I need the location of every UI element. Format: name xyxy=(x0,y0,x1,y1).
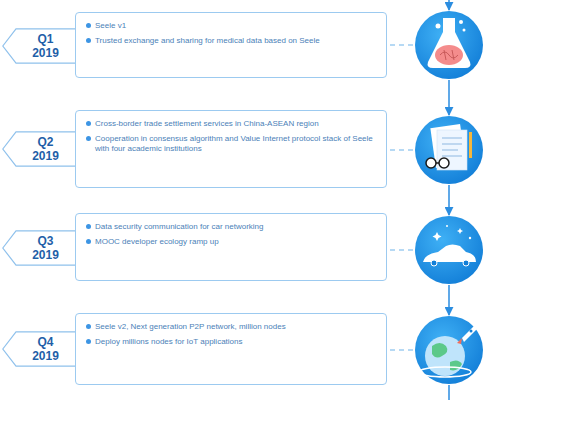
milestone-item: MOOC developer ecology ramp up xyxy=(86,237,378,247)
quarter-tag: Q42019 xyxy=(2,331,75,367)
icon-circles xyxy=(415,11,483,384)
dashed-leaders xyxy=(390,45,413,350)
milestone-item: Cross-border trade settlement services i… xyxy=(86,119,378,129)
brain-flask-icon xyxy=(428,18,471,68)
milestone-item: Trusted exchange and sharing for medical… xyxy=(86,36,378,46)
quarter-tag: Q32019 xyxy=(2,230,75,266)
milestone-item: Cooperation in consensus algorithm and V… xyxy=(86,134,378,154)
milestone-box: Seele v2, Next generation P2P network, m… xyxy=(75,313,387,385)
quarter-label: Q2 xyxy=(37,135,53,149)
milestone-item: Seele v1 xyxy=(86,21,378,31)
milestone-item: Deploy millions nodes for IoT applicatio… xyxy=(86,337,378,347)
tag-shape xyxy=(3,332,76,366)
milestone-box: Seele v1 Trusted exchange and sharing for… xyxy=(75,12,387,78)
tag-shape xyxy=(3,231,76,265)
quarter-label: Q3 xyxy=(37,234,53,248)
quarter-label: 2019 xyxy=(32,149,59,163)
quarter-label: Q4 xyxy=(37,335,53,349)
quarter-tag: Q22019 xyxy=(2,131,75,167)
document-icon xyxy=(426,124,472,170)
quarter-label: 2019 xyxy=(32,248,59,262)
milestone-box: Cross-border trade settlement services i… xyxy=(75,110,387,188)
quarter-label: Q1 xyxy=(37,32,53,46)
quarter-tag: Q12019 xyxy=(2,28,75,64)
globe-rocket-icon xyxy=(419,326,477,378)
quarter-label: 2019 xyxy=(32,46,59,60)
milestone-item: Data security communication for car netw… xyxy=(86,222,378,232)
milestone-box: Data security communication for car netw… xyxy=(75,213,387,281)
milestone-item: Seele v2, Next generation P2P network, m… xyxy=(86,322,378,332)
quarter-label: 2019 xyxy=(32,349,59,363)
tag-shape xyxy=(3,132,76,166)
tag-shape xyxy=(3,29,76,63)
car-icon xyxy=(423,225,476,266)
